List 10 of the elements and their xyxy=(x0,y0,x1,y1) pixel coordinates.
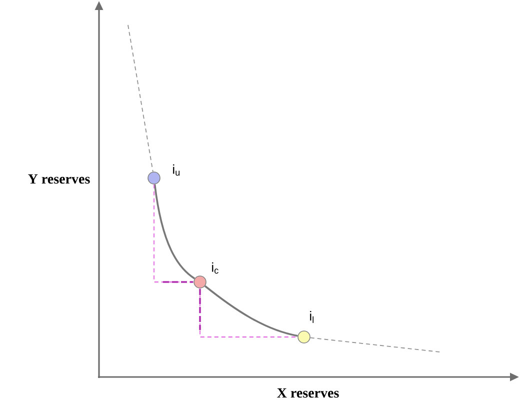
point-label: i$_{c}$ xyxy=(212,262,218,274)
point-marker xyxy=(194,276,206,288)
point-marker xyxy=(298,330,310,344)
curve-extension xyxy=(310,337,440,352)
curve-extension xyxy=(128,24,154,172)
axis-label: X reserves xyxy=(277,388,339,398)
axis-label: Y reserves xyxy=(28,174,90,184)
point-label: i$_{l}$ xyxy=(310,311,314,323)
point-label: i$_{u}$ xyxy=(173,164,180,176)
point-marker xyxy=(148,172,160,184)
